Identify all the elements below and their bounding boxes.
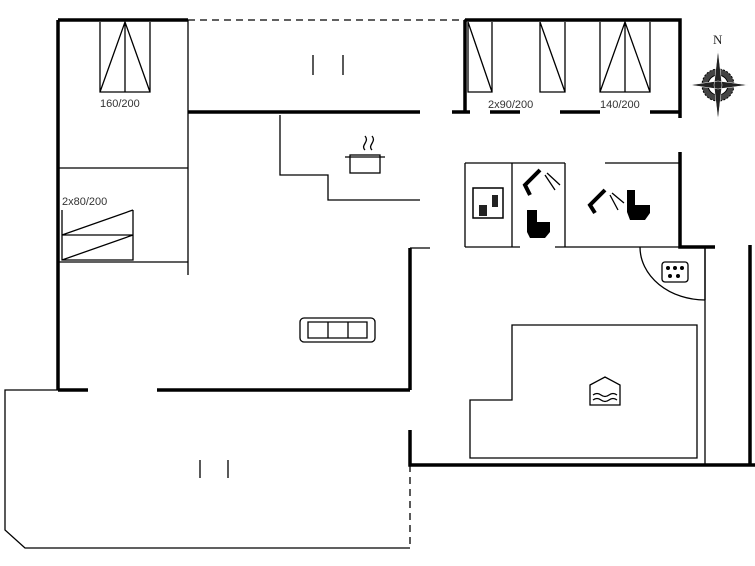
compass-rose-icon: N <box>689 32 749 121</box>
terrace <box>4 55 411 549</box>
toilet-icon <box>527 210 550 238</box>
shower-icon <box>587 188 625 215</box>
beds <box>61 20 651 261</box>
shower-icon <box>522 168 561 196</box>
pool-icon <box>589 376 621 406</box>
kitchen-pot-icon <box>345 135 385 174</box>
walls <box>56 18 755 467</box>
bed-size-label: 140/200 <box>600 99 640 111</box>
sauna-icon <box>472 187 504 219</box>
bed-size-label: 2x80/200 <box>62 196 107 208</box>
sofa-icon <box>299 317 376 343</box>
pool <box>469 324 698 459</box>
bed-size-label: 160/200 <box>100 98 140 110</box>
toilet-icon <box>627 190 650 220</box>
spa-icon <box>661 261 689 283</box>
compass-north-label: N <box>713 32 723 47</box>
bed-size-label: 2x90/200 <box>488 99 533 111</box>
